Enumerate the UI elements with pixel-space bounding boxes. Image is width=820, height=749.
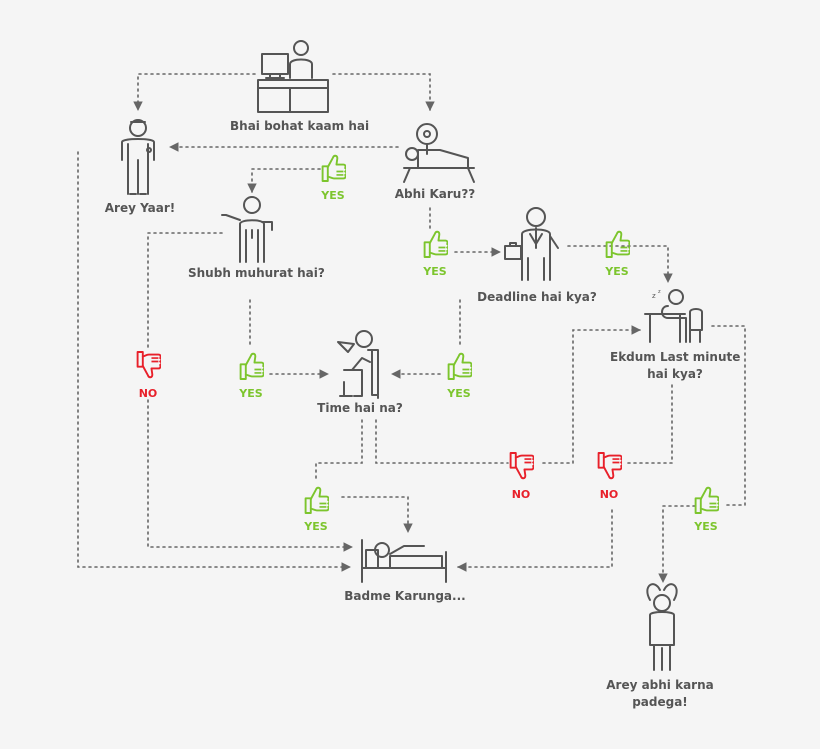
person-lifting-weights-icon (403, 123, 475, 183)
thumbs-down-icon (136, 351, 161, 379)
connectors (77, 73, 746, 583)
connector-time-yes (315, 419, 363, 479)
person-at-desk-icon (257, 40, 329, 113)
label-deadline: Deadline hai kya? (477, 290, 597, 304)
label-abhi-karu: Abhi Karu?? (394, 187, 476, 201)
thumbs-up-icon (447, 352, 472, 380)
svg-text:z: z (652, 292, 656, 300)
answer-no: NO (511, 488, 531, 501)
person-sleeping-desk-icon: z z (644, 289, 703, 343)
label-time-hai-na: Time hai na? (317, 401, 403, 415)
answer-yes: YES (423, 265, 447, 278)
connector-desk-to-arey-yaar (133, 73, 256, 111)
thumbs-up-icon (694, 486, 719, 514)
label-ekdum-last-minute-line1: Ekdum Last minute (610, 350, 741, 364)
label-ekdum-last-minute-line2: hai kya? (647, 367, 703, 381)
pointing-person-icon (221, 196, 273, 263)
person-arms-up-icon (646, 583, 678, 671)
label-shubh-muhurat: Shubh muhurat hai? (188, 266, 325, 280)
connector-no-to-ekdum (542, 325, 641, 464)
connector-ekdum-no (624, 384, 673, 464)
connector-arey-yaar-to-badme (77, 151, 351, 572)
thumbs-down-icon (597, 452, 622, 480)
connector-shubh-to-no (147, 232, 223, 349)
label-badme-karunga: Badme Karunga... (344, 589, 466, 603)
connector-desk-to-abhi-karu (332, 73, 435, 111)
person-reading-chair-icon (337, 330, 379, 399)
label-arey-abhi-line1: Arey abhi karna (606, 678, 714, 692)
thumbs-up-icon (321, 154, 346, 182)
answer-yes: YES (304, 520, 328, 533)
label-bhai-bohat-kaam: Bhai bohat kaam hai (230, 119, 370, 133)
answer-no: NO (599, 488, 619, 501)
answer-yes: YES (239, 387, 263, 400)
connector-abhi-karu-to-shubh-muhurat (247, 168, 321, 193)
connector-no-to-badme-right (457, 509, 613, 572)
thumbs-up-icon (423, 230, 448, 258)
businessman-briefcase-icon (504, 207, 559, 281)
thumbs-up-icon (239, 352, 264, 380)
connector-time-no (375, 419, 509, 464)
thumbs-up-icon (304, 486, 329, 514)
connector-yes-to-arey-abhi (658, 505, 696, 583)
connector-yes-to-badme (341, 496, 413, 533)
svg-text:z: z (658, 289, 661, 295)
answer-yes: YES (694, 520, 718, 533)
connector-no-to-badme (147, 399, 353, 552)
answer-yes: YES (321, 189, 345, 202)
thumbs-down-icon (509, 452, 534, 480)
answer-yes: YES (447, 387, 471, 400)
label-arey-abhi-line2: padega! (632, 695, 688, 709)
answer-no: NO (138, 387, 158, 400)
standing-person-icon (121, 119, 155, 195)
connector-ekdum-yes (711, 325, 746, 506)
person-in-bed-icon (361, 539, 447, 583)
answer-yes: YES (605, 265, 629, 278)
label-arey-yaar: Arey Yaar! (104, 201, 176, 215)
thumbs-up-icon (605, 230, 630, 258)
